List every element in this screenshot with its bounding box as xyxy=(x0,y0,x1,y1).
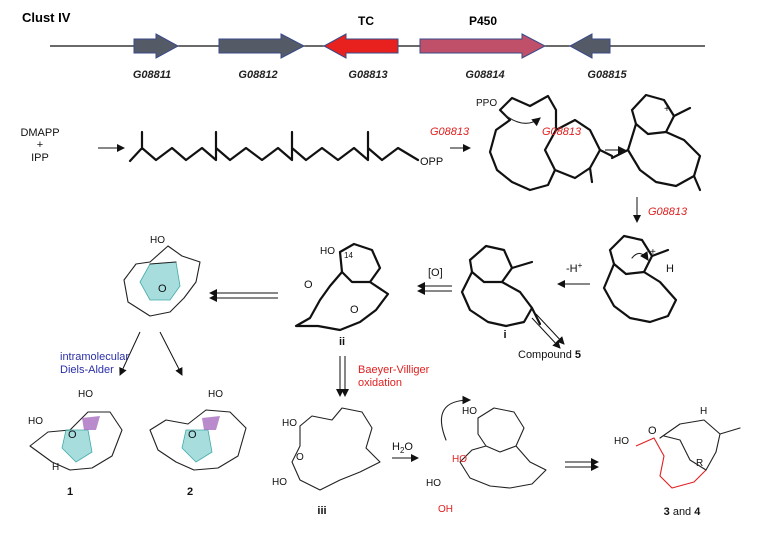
c34-r: R xyxy=(696,458,703,469)
intermediate-iii-structure: HO HO O iii xyxy=(272,407,381,517)
bv-label-line2: oxidation xyxy=(358,377,402,389)
cation-charge-2: + xyxy=(650,247,656,258)
opp-label: OPP xyxy=(420,156,443,168)
compound-2-structure: HO O 2 xyxy=(149,389,247,498)
c2-bridge-o: O xyxy=(188,429,197,441)
ii-ho-label: HO xyxy=(320,246,335,257)
arrow-i-to-compound5-double xyxy=(535,313,565,345)
compounds-3-4-label: 3 and 4 xyxy=(664,506,702,518)
gene-label-g08815: G08815 xyxy=(587,69,627,81)
intermediate-i-structure: i xyxy=(460,244,542,341)
da-label-line1: intramolecular xyxy=(60,351,129,363)
minus-h-label: -H+ xyxy=(566,261,583,275)
arrow-da-to-2 xyxy=(159,331,183,376)
tc-label: TC xyxy=(358,14,374,28)
hyd-ho-bottom: HO xyxy=(426,478,441,489)
da-label-line2: Diels-Alder xyxy=(60,364,114,376)
label-i: i xyxy=(503,329,506,341)
c34-o-ring: O xyxy=(648,425,657,437)
iii-ho-bottom: HO xyxy=(272,477,287,488)
bv-label-line1: Baeyer-Villiger xyxy=(358,364,430,376)
gene-label-g08814: G08814 xyxy=(465,69,504,81)
gene-arrow-g08811 xyxy=(133,33,180,59)
gene-arrow-g08812 xyxy=(218,33,306,59)
gene-arrow-g08814-p450 xyxy=(419,33,547,59)
enzyme-label-2: G08813 xyxy=(542,126,582,138)
compound5-label: Compound 5 xyxy=(518,349,581,361)
oxidation-label: [O] xyxy=(428,267,443,279)
ggpp-cyclizing-structure: PPO xyxy=(476,94,614,192)
c34-h: H xyxy=(700,406,707,417)
cation-charge-1: + xyxy=(664,104,670,115)
p450-label: P450 xyxy=(469,14,497,28)
precursors: DMAPP + IPP xyxy=(20,127,59,164)
gene-label-g08813: G08813 xyxy=(348,69,387,81)
label-ii: ii xyxy=(339,336,345,348)
label-iii: iii xyxy=(317,505,326,517)
da-ho-label: HO xyxy=(150,235,165,246)
arrow-i-to-compound5 xyxy=(531,317,561,349)
hydride-h-label: H xyxy=(666,263,674,275)
arrow-da-to-1 xyxy=(119,331,141,376)
ii-aldehyde-o: O xyxy=(350,304,359,316)
water-label: H2O xyxy=(392,441,413,455)
gene-label-g08811: G08811 xyxy=(133,69,171,81)
hydride-shift-structure: + H xyxy=(602,234,678,324)
iii-ester-o: O xyxy=(296,452,304,463)
hyd-ho-red: HO xyxy=(452,454,467,465)
c34-ho: HO xyxy=(614,436,629,447)
dmapp-label: DMAPP xyxy=(20,127,59,139)
compound-2-label: 2 xyxy=(187,486,193,498)
c1-h-label: H xyxy=(52,462,59,473)
hydrolyzed-intermediate-structure: HO HO OH HO xyxy=(426,395,547,515)
ggpp-structure: OPP xyxy=(128,130,443,168)
c1-bridge-o: O xyxy=(68,429,77,441)
gene-cluster: Clust IV TC P450 G08811 G08812 G08813 G0… xyxy=(22,10,705,81)
ii-ketone-o: O xyxy=(304,279,313,291)
gene-arrow-g08815 xyxy=(568,33,611,59)
diels-alder-adduct-structure: HO O intramolecular Diels-Alder xyxy=(60,235,201,376)
ipp-label: IPP xyxy=(31,152,49,164)
label-14: 14 xyxy=(344,251,353,260)
intermediate-ii-structure: HO 14 O O ii xyxy=(294,242,390,348)
hyd-oh-red: OH xyxy=(438,504,453,515)
c1-ho-top: HO xyxy=(78,389,93,400)
c1-ho-left: HO xyxy=(28,416,43,427)
iii-ho-top: HO xyxy=(282,418,297,429)
compound-1-label: 1 xyxy=(67,486,73,498)
gene-arrow-g08813-tc xyxy=(322,33,399,59)
gene-label-g08812: G08812 xyxy=(238,69,277,81)
compounds-3-4-structure: HO O H R 3 and 4 xyxy=(614,406,741,518)
bicyclic-cation-structure: + xyxy=(610,93,702,192)
da-bridge-o: O xyxy=(158,283,167,295)
compound-1-structure: HO HO O H 1 xyxy=(28,389,123,498)
c2-ho-top: HO xyxy=(208,389,223,400)
hyd-ho-top: HO xyxy=(462,406,477,417)
enzyme-label-3: G08813 xyxy=(648,206,688,218)
plus-sign: + xyxy=(37,139,43,151)
ppo-label: PPO xyxy=(476,98,497,109)
cluster-title: Clust IV xyxy=(22,10,71,25)
enzyme-label-1: G08813 xyxy=(430,126,470,138)
